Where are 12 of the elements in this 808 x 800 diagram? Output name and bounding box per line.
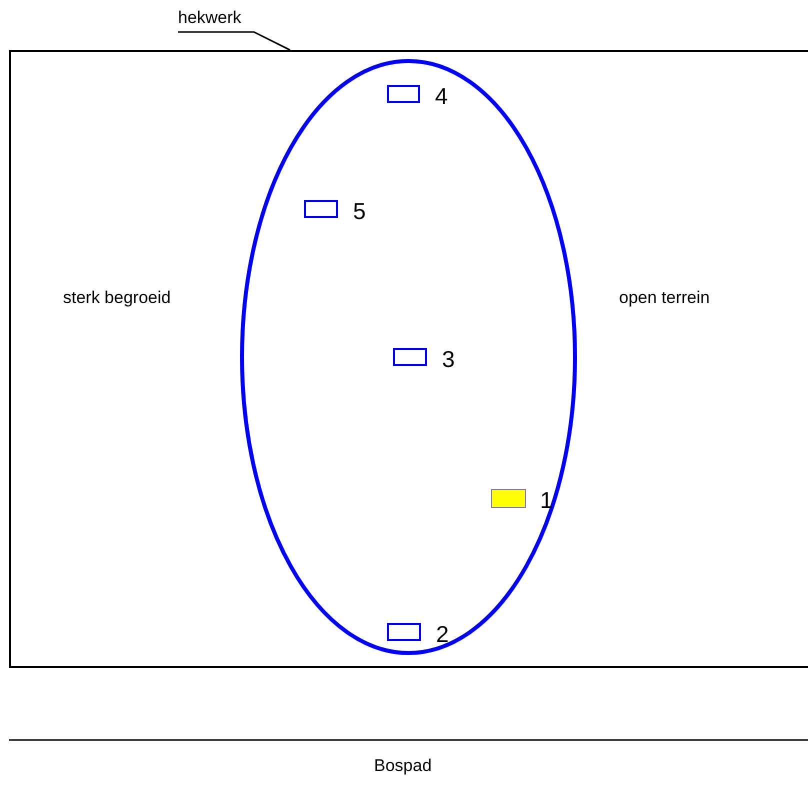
- callout-label: hekwerk: [178, 8, 242, 28]
- marker-number: 2: [436, 622, 449, 646]
- marker-number: 4: [435, 84, 448, 108]
- marker-number: 5: [353, 199, 366, 223]
- leader-line: [178, 31, 290, 51]
- oval-track: [240, 59, 577, 655]
- marker-number: 1: [540, 488, 553, 512]
- area-label: open terrein: [619, 288, 710, 308]
- area-label: sterk begroeid: [63, 288, 171, 308]
- fenced-area: [9, 50, 808, 668]
- marker-number: 3: [442, 347, 455, 371]
- path-label: Bospad: [374, 756, 432, 776]
